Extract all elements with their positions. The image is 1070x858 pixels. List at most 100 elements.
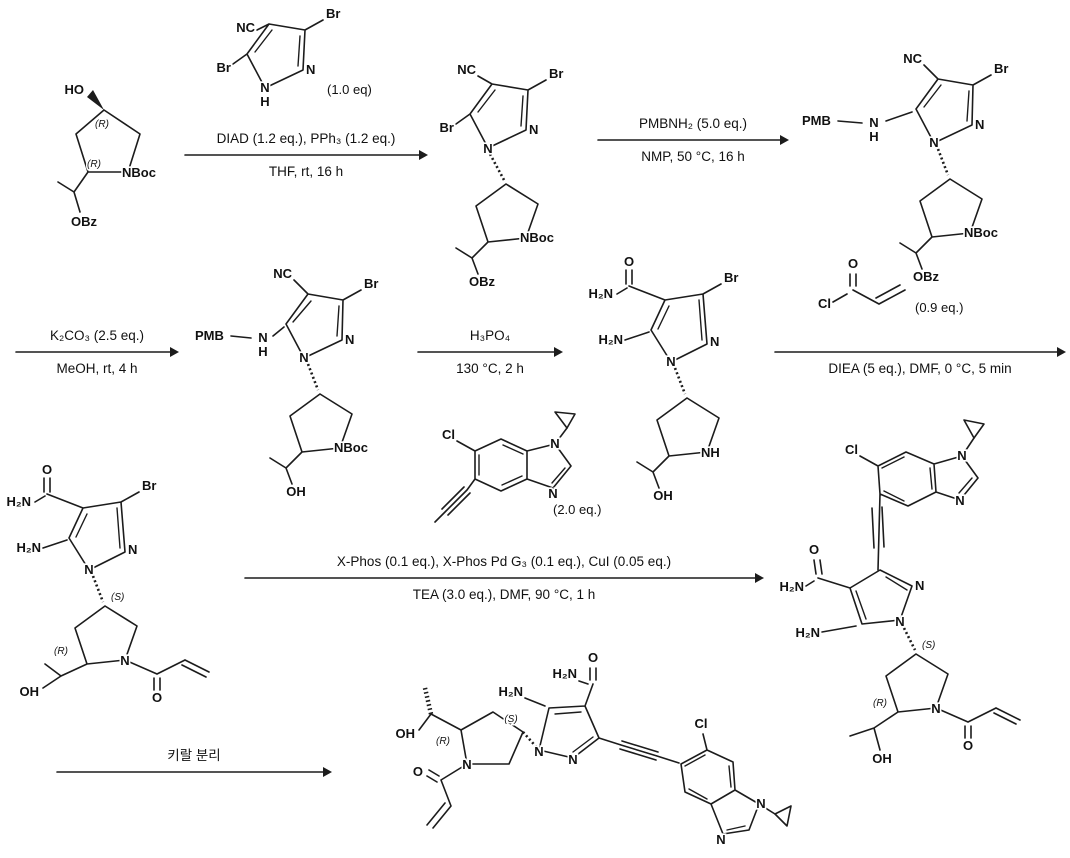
atom-label-nh: NH xyxy=(701,445,720,460)
atom-label-nc: NC xyxy=(236,20,255,35)
stereo-label: (R) xyxy=(87,159,101,170)
structure-pmb-amino-pyrazole-obz: NC Br PMB N H N N NBoc OBz xyxy=(800,49,1010,285)
conditions-below: MeOH, rt, 4 h xyxy=(56,361,138,376)
structure-ethynyl-benzimidazole-reagent: Cl N N (2.0 eq.) xyxy=(434,411,601,523)
arrow-right-icon xyxy=(417,347,563,357)
arrow-right-icon xyxy=(244,573,764,583)
atom-label-oh: OH xyxy=(286,484,306,499)
atom-label-n: N xyxy=(957,448,966,463)
atom-label-cl: Cl xyxy=(695,716,708,731)
atom-label-br: Br xyxy=(440,120,454,135)
skeleton xyxy=(837,64,992,270)
atom-label-n: N xyxy=(483,141,492,156)
arrow-right-icon xyxy=(56,767,332,777)
reaction-step-4-arrow: H₃PO₄ 130 °C, 2 h xyxy=(416,326,564,378)
atom-label-br: Br xyxy=(326,6,340,21)
atom-label-ho: HO xyxy=(65,82,85,97)
atom-label-h2n: H₂N xyxy=(779,579,804,594)
atom-label-o: O xyxy=(152,690,162,705)
atom-label-br: Br xyxy=(364,276,378,291)
skeleton xyxy=(832,273,906,305)
arrow-right-icon xyxy=(597,135,789,145)
conditions-above: K₂CO₃ (2.5 eq.) xyxy=(49,328,145,343)
reaction-step-1-arrow: DIAD (1.2 eq.), PPh₃ (1.2 eq.) THF, rt, … xyxy=(183,129,429,181)
atom-label-nc: NC xyxy=(903,51,922,66)
atom-label-n: N xyxy=(975,117,984,132)
atom-label-h: H xyxy=(869,129,878,144)
atom-label-br: Br xyxy=(994,61,1008,76)
atom-label-oh: OH xyxy=(872,751,892,766)
atom-label-br: Br xyxy=(142,478,156,493)
skeleton xyxy=(434,411,576,523)
atom-label-n: N xyxy=(258,330,267,345)
stereo-label: (R) xyxy=(95,119,109,130)
atom-label-n: N xyxy=(260,80,269,95)
atom-label-oh: OH xyxy=(20,684,40,699)
reaction-step-3-arrow: K₂CO₃ (2.5 eq.) MeOH, rt, 4 h xyxy=(14,326,180,378)
conditions-below: THF, rt, 16 h xyxy=(268,164,344,179)
atom-label-n: N xyxy=(929,135,938,150)
atom-label-cl: Cl xyxy=(442,427,455,442)
atom-label-nboc: NBoc xyxy=(520,230,554,245)
structure-final-product: OH (R) (S) N O H₂N H₂N O N N Cl N N xyxy=(394,648,792,849)
atom-label-h2n: H₂N xyxy=(498,684,523,699)
atom-label-n: N xyxy=(931,701,940,716)
atom-label-n: N xyxy=(869,115,878,130)
atom-label-cl: Cl xyxy=(818,296,831,311)
structure-dibromopyrazole-reagent: Br NC Br N H N (1.0 eq) xyxy=(215,4,372,110)
stereo-label: (R) xyxy=(54,646,68,657)
atom-label-n: N xyxy=(548,486,557,501)
atom-label-pmb: PMB xyxy=(802,113,831,128)
skeleton xyxy=(616,269,722,489)
atom-label-o: O xyxy=(588,650,598,665)
conditions-below: 130 °C, 2 h xyxy=(456,361,524,376)
skeleton xyxy=(805,419,1021,751)
reaction-step-2-arrow: PMBNH₂ (5.0 eq.) NMP, 50 °C, 16 h xyxy=(596,114,790,166)
equivalents-label: (0.9 eq.) xyxy=(915,300,963,315)
atom-label-o: O xyxy=(963,738,973,753)
skeleton xyxy=(34,477,210,691)
atom-label-n: N xyxy=(895,614,904,629)
atom-label-n: N xyxy=(529,122,538,137)
reaction-step-5-arrow: DIEA (5 eq.), DMF, 0 °C, 5 min xyxy=(773,326,1067,378)
stereo-label: (S) xyxy=(111,592,124,603)
atom-label-n: N xyxy=(568,752,577,767)
equivalents-label: (1.0 eq) xyxy=(327,82,372,97)
atom-label-h: H xyxy=(258,344,267,359)
skeleton xyxy=(57,90,141,213)
structure-pyrazolyl-pyrrolidine-obz: Br NC Br N N NBoc OBz xyxy=(438,60,565,290)
atom-label-o: O xyxy=(413,764,423,779)
atom-label-obz: OBz xyxy=(913,269,940,284)
atom-label-nc: NC xyxy=(457,62,476,77)
atom-label-n: N xyxy=(84,562,93,577)
stereo-label: (R) xyxy=(436,736,450,747)
atom-label-oh: OH xyxy=(653,488,673,503)
structure-amino-carboxamide-pyrazole-nh: O H₂N Br H₂N N N NH OH xyxy=(587,252,740,504)
atom-label-n: N xyxy=(128,542,137,557)
atom-label-cl: Cl xyxy=(845,442,858,457)
structure-alkyne-coupled-product: N N Cl O H₂N H₂N N N (S) N (R) O OH xyxy=(778,419,1021,768)
atom-label-o: O xyxy=(848,256,858,271)
atom-label-n: N xyxy=(306,62,315,77)
stereo-label: (S) xyxy=(504,714,517,725)
atom-label-h2n: H₂N xyxy=(6,494,31,509)
atom-label-br: Br xyxy=(724,270,738,285)
atom-label-o: O xyxy=(42,462,52,477)
atom-label-nboc: NBoc xyxy=(964,225,998,240)
atom-label-br: Br xyxy=(549,66,563,81)
atom-label-h2n: H₂N xyxy=(16,540,41,555)
atom-label-n: N xyxy=(955,493,964,508)
conditions-above: X-Phos (0.1 eq.), X-Phos Pd G₃ (0.1 eq.)… xyxy=(336,554,672,569)
atom-label-oh: OH xyxy=(396,726,416,741)
conditions-above: PMBNH₂ (5.0 eq.) xyxy=(638,116,748,131)
atom-label-n: N xyxy=(550,436,559,451)
conditions-above: DIAD (1.2 eq.), PPh₃ (1.2 eq.) xyxy=(216,131,396,146)
skeleton xyxy=(230,279,362,485)
skeleton xyxy=(455,75,547,275)
arrow-right-icon xyxy=(15,347,179,357)
atom-label-h2n: H₂N xyxy=(795,625,820,640)
atom-label-n: N xyxy=(299,350,308,365)
atom-label-h2n: H₂N xyxy=(598,332,623,347)
atom-label-br: Br xyxy=(217,60,231,75)
atom-label-obz: OBz xyxy=(71,214,98,229)
